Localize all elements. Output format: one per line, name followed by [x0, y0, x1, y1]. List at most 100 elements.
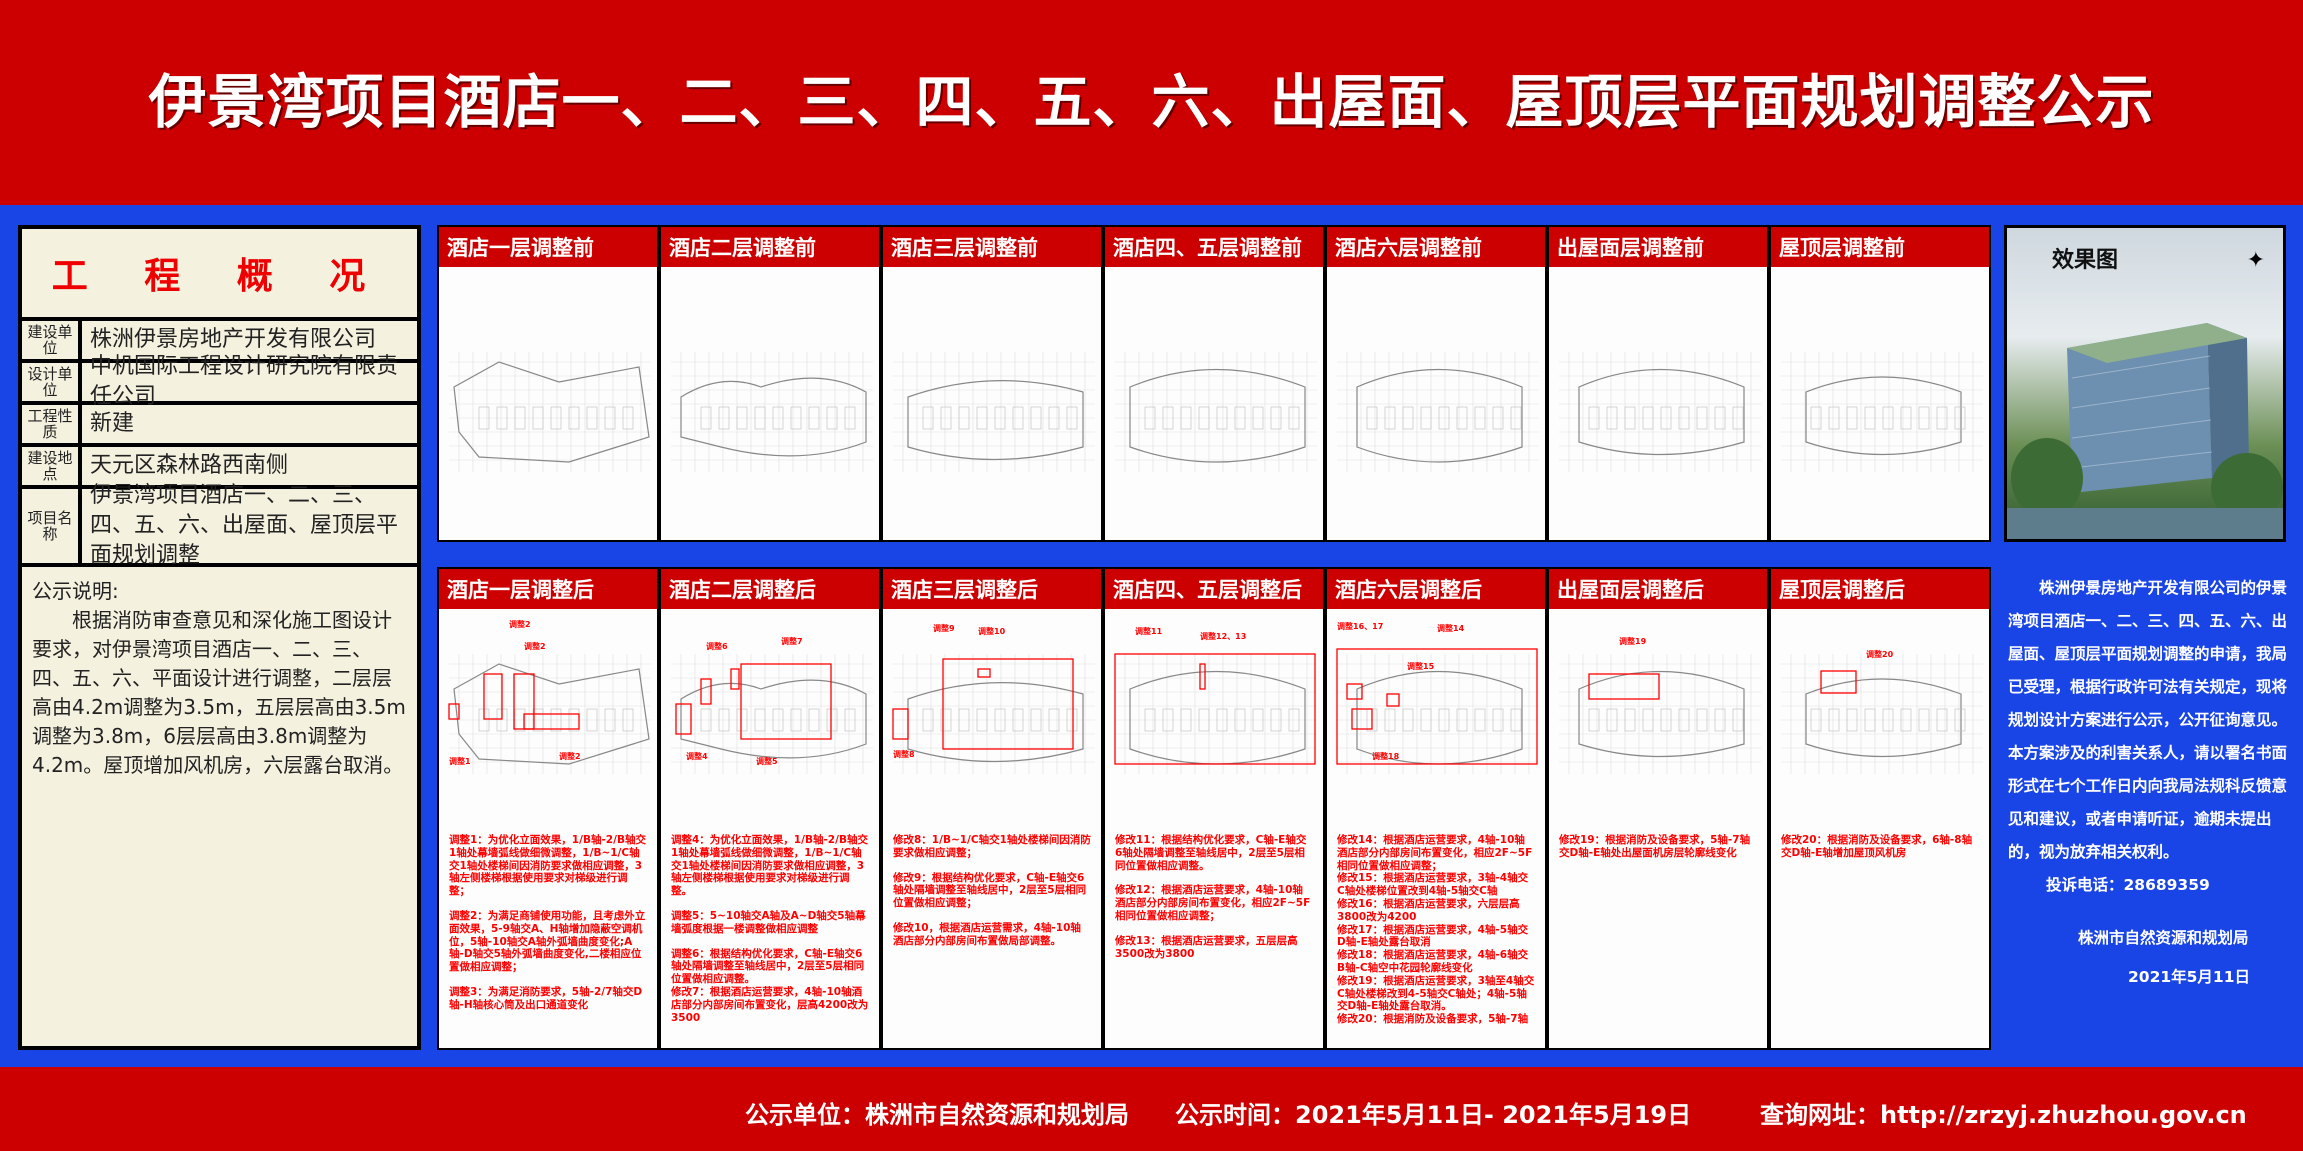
row-value: 株洲伊景房地产开发有限公司 [82, 321, 417, 359]
floor-outline [1805, 376, 1962, 456]
panel-title: 酒店三层调整后 [883, 569, 1101, 609]
change-note: 修改13：根据酒店运营要求，五层层高3500改为3800 [1115, 934, 1298, 960]
drawing-area [1549, 267, 1767, 540]
floor-outline [907, 682, 1084, 763]
footer-unit: 公示单位：株洲市自然资源和规划局 [745, 1101, 1129, 1129]
change-callout: 调整2 [524, 641, 546, 651]
change-notes: 修改19：根据消防及设备要求，5轴-7轴交D轴-E轴处出屋面机房层轮廓线变化 [1549, 828, 1767, 878]
change-highlight-box [675, 703, 692, 735]
change-highlight-box [892, 708, 909, 740]
floor-plan-before [449, 352, 651, 472]
floor-plan-before [671, 352, 873, 472]
change-notes: 修改20：根据消防及设备要求，6轴-8轴交D轴-E轴增加屋顶风机房 [1771, 828, 1989, 878]
change-note: 修改20：根据消防及设备要求，6轴-8轴交D轴-E轴增加屋顶风机房 [1781, 834, 1973, 859]
change-notes: 修改8：1/B~1/C轴交1轴处楼梯间因消防要求做相应调整； 修改9：根据结构优化… [883, 828, 1101, 966]
floor-plan-after: 调整19 [1559, 636, 1761, 774]
change-note: 调整3：为满足消防要求，5轴-2/7轴交D轴-H轴核心筒及出口通道变化 [449, 985, 643, 1011]
change-callout: 调整11 [1135, 626, 1163, 636]
change-highlight-box [700, 678, 712, 705]
floor-plan-before [1337, 352, 1539, 472]
drawing-area [1327, 267, 1545, 540]
change-callout: 调整6 [706, 641, 728, 651]
change-highlight-box [740, 663, 832, 740]
change-note: 调整5：5~10轴交A轴及A~D轴交5轴幕墙弧度根据一楼调整做相应调整 [671, 909, 866, 935]
issue-date: 2021年5月11日 [2128, 968, 2250, 986]
change-highlight-box [448, 703, 460, 720]
rendering-label: 效果图 [2052, 248, 2119, 273]
panel-title: 出屋面层调整后 [1549, 569, 1767, 609]
floor-outline [680, 377, 867, 457]
compass-icon: ✦ [2246, 248, 2265, 273]
change-highlight-box [1346, 683, 1363, 700]
floor-outline [1129, 670, 1306, 765]
panel-title: 酒店一层调整前 [439, 227, 657, 267]
change-callout: 调整18 [1372, 751, 1400, 761]
announcement-text: 株洲伊景房地产开发有限公司的伊景湾项目酒店一、二、三、四、五、六、出屋面、屋顶层… [2008, 572, 2288, 994]
floor-outline [1129, 368, 1306, 463]
floor-outline [680, 679, 867, 759]
building-rendering [2007, 323, 2283, 539]
change-callout: 调整2 [509, 619, 531, 629]
panel-title: 酒店二层调整后 [661, 569, 879, 609]
floor-outline [453, 361, 650, 463]
change-note: 修改8：1/B~1/C轴交1轴处楼梯间因消防要求做相应调整； [893, 834, 1091, 859]
panel-before-2: 酒店二层调整前 [659, 225, 881, 542]
panel-before-3: 酒店三层调整前 [881, 225, 1103, 542]
overview-row-location: 建设地点天元区森林路西南侧 [22, 447, 417, 485]
panel-before-1: 酒店一层调整前 [437, 225, 659, 542]
floor-outline [1578, 368, 1745, 456]
change-note: 修改9：根据结构优化要求，C轴-E轴交6轴处隔墙调整至轴线居中，2层至5层相同位… [893, 871, 1087, 910]
drawing-area [661, 267, 879, 540]
title-banner: 伊景湾项目酒店一、二、三、四、五、六、出屋面、屋顶层平面规划调整公示 [0, 0, 2303, 205]
notice-description: 公示说明: 根据消防审查意见和深化施工图设计要求，对伊景湾项目酒店一、二、三、四… [22, 567, 417, 1046]
panel-title: 酒店四、五层调整前 [1105, 227, 1323, 267]
project-overview-panel: 工 程 概 况 建设单位株洲伊景房地产开发有限公司 设计单位中机国际工程设计研究… [18, 225, 421, 1050]
change-note: 修改12：根据酒店运营要求，4轴-10轴酒店部分内部房间布置变化，相应2F~5F… [1115, 884, 1311, 922]
change-highlight-box [1114, 653, 1316, 765]
announcement-body: 株洲伊景房地产开发有限公司的伊景湾项目酒店一、二、三、四、五、六、出屋面、屋顶层… [2008, 579, 2288, 861]
floor-plan-after: 调整20 [1781, 649, 1983, 774]
drawing-area [439, 267, 657, 540]
footer-period: 公示时间：2021年5月11日- 2021年5月19日 [1175, 1101, 1692, 1129]
change-highlight-box [1386, 693, 1400, 707]
panel-before-4: 酒店四、五层调整前 [1103, 225, 1325, 542]
floor-plan-before [893, 352, 1095, 472]
drawing-area [1105, 267, 1323, 540]
overview-title: 工 程 概 况 [22, 229, 417, 317]
change-callout: 调整1 [449, 756, 471, 766]
floor-outline [907, 380, 1084, 461]
change-note: 修改11：根据结构优化要求，C轴-E轴交6轴处隔墙调整至轴线居中，2层至5层相同… [1115, 834, 1307, 872]
change-highlight-box [977, 668, 991, 678]
change-note: 调整2：为满足商铺使用功能，且考虑外立面效果，5-9轴交A、H轴增加隐蔽空调机位… [449, 909, 646, 974]
change-notes: 调整1：为优化立面效果，1/B轴-2/B轴交1轴处幕墙弧线做细微调整，1/B~1… [439, 828, 657, 1030]
footer-url[interactable]: 查询网址：http://zrzyj.zhuzhou.gov.cn [1760, 1101, 2247, 1129]
change-callout: 调整5 [756, 756, 778, 766]
floor-outline [1356, 670, 1523, 765]
change-highlight-box [483, 673, 503, 720]
change-highlight-box [942, 658, 1074, 750]
change-note: 调整6：根据结构优化要求，C轴-E轴交6轴处隔墙调整至轴线居中，2层至5层相同位… [671, 947, 869, 1024]
overview-row-builder: 建设单位株洲伊景房地产开发有限公司 [22, 321, 417, 359]
row-label: 设计单位 [22, 363, 78, 401]
change-callout: 调整9 [933, 623, 955, 633]
change-highlight-box [1336, 648, 1538, 765]
panel-after-6: 出屋面层调整后调整19 修改19：根据消防及设备要求，5轴-7轴交D轴-E轴处出屋… [1547, 567, 1769, 1050]
change-note: 修改14：根据酒店运营要求，4轴-10轴酒店部分内部房间布置变化，相应2F~5F… [1337, 834, 1535, 1026]
panel-before-5: 酒店六层调整前 [1325, 225, 1547, 542]
rendering-image: 效果图 ✦ [2004, 225, 2286, 542]
change-callout: 调整16、17 [1337, 621, 1383, 631]
change-notes: 修改11：根据结构优化要求，C轴-E轴交6轴处隔墙调整至轴线居中，2层至5层相同… [1105, 828, 1323, 978]
panel-title: 酒店四、五层调整后 [1105, 569, 1323, 609]
change-highlight-box [1351, 708, 1373, 730]
row-label: 建设单位 [22, 321, 78, 359]
